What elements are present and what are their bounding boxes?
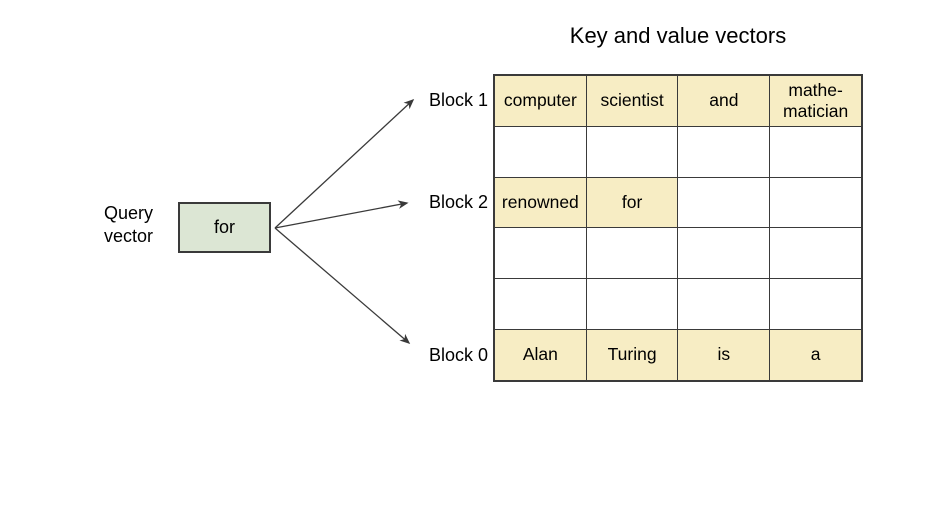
- block-label-2: Block 2: [428, 192, 488, 212]
- query-vector-label-line2: vector: [104, 226, 154, 246]
- table-cell: [493, 125, 587, 178]
- table-cell: a: [769, 328, 863, 382]
- table-cell: renowned: [493, 176, 587, 229]
- table-cell: [769, 278, 863, 330]
- table-cell: for: [585, 176, 679, 229]
- table-cell: and: [677, 74, 771, 127]
- table-cell: is: [677, 328, 771, 382]
- key-value-table: computer scientist and mathe-matician re…: [493, 74, 863, 382]
- table-cell: [493, 278, 587, 330]
- table-cell: Alan: [493, 328, 587, 382]
- table-cell: [677, 176, 771, 229]
- query-vector-label: Query vector: [104, 202, 153, 248]
- diagram-title: Key and value vectors: [569, 23, 787, 48]
- table-cell: [585, 125, 679, 178]
- table-cell: mathe-matician: [769, 74, 863, 127]
- table-row: renowned for: [493, 176, 863, 229]
- table-row: [493, 278, 863, 330]
- arrow-to-block-2: [274, 200, 409, 229]
- table-cell: [769, 176, 863, 229]
- query-vector-box: for: [178, 202, 271, 253]
- block-label-1: Block 1: [428, 90, 488, 110]
- table-row: Alan Turing is a: [493, 328, 863, 382]
- table-row: [493, 125, 863, 178]
- table-cell: [677, 125, 771, 178]
- table-cell: computer: [493, 74, 587, 127]
- block-label-0: Block 0: [428, 345, 488, 365]
- arrow-to-block-1: [274, 98, 415, 229]
- query-token: for: [213, 217, 235, 237]
- table-cell: scientist: [585, 74, 679, 127]
- table-cell: [769, 227, 863, 280]
- table-row: [493, 227, 863, 280]
- query-vector-label-line1: Query: [104, 203, 154, 223]
- table-cell: [493, 227, 587, 280]
- table-row: computer scientist and mathe-matician: [493, 74, 863, 127]
- table-cell: [585, 227, 679, 280]
- table-cell: [585, 278, 679, 330]
- table-cell: [769, 125, 863, 178]
- arrow-to-block-0: [274, 227, 411, 345]
- table-cell: [677, 227, 771, 280]
- table-cell: Turing: [585, 328, 679, 382]
- table-cell: [677, 278, 771, 330]
